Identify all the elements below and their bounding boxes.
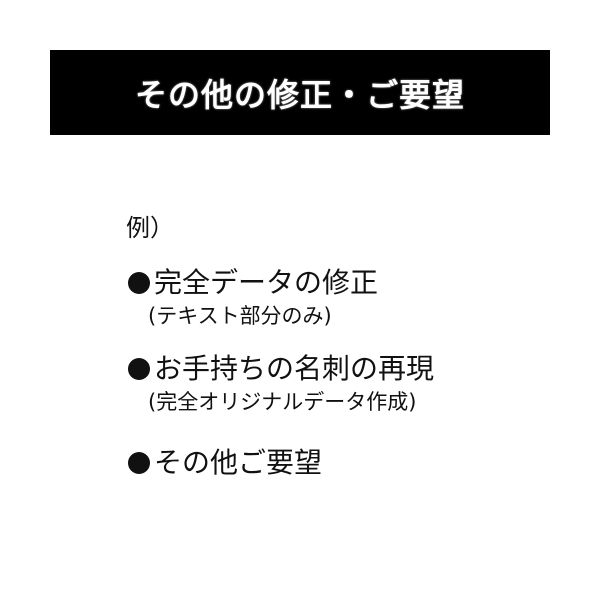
item-label: 完全データの修正 <box>154 266 379 299</box>
bullet-icon <box>128 272 150 294</box>
bullet-icon <box>128 358 150 380</box>
list-item: 完全データの修正 (テキスト部分のみ) <box>128 266 378 330</box>
item-label: その他ご要望 <box>154 446 323 479</box>
item-label: お手持ちの名刺の再現 <box>154 352 435 385</box>
item-sub-label: (テキスト部分のみ) <box>148 304 332 328</box>
list-item: その他ご要望 <box>128 446 322 480</box>
header-banner: その他の修正・ご要望 <box>50 50 550 135</box>
list-item: お手持ちの名刺の再現 (完全オリジナルデータ作成) <box>128 352 434 416</box>
bullet-icon <box>128 452 150 474</box>
banner-title: その他の修正・ご要望 <box>134 75 465 114</box>
item-sub-label: (完全オリジナルデータ作成) <box>148 390 417 414</box>
example-label: 例） <box>126 214 174 242</box>
